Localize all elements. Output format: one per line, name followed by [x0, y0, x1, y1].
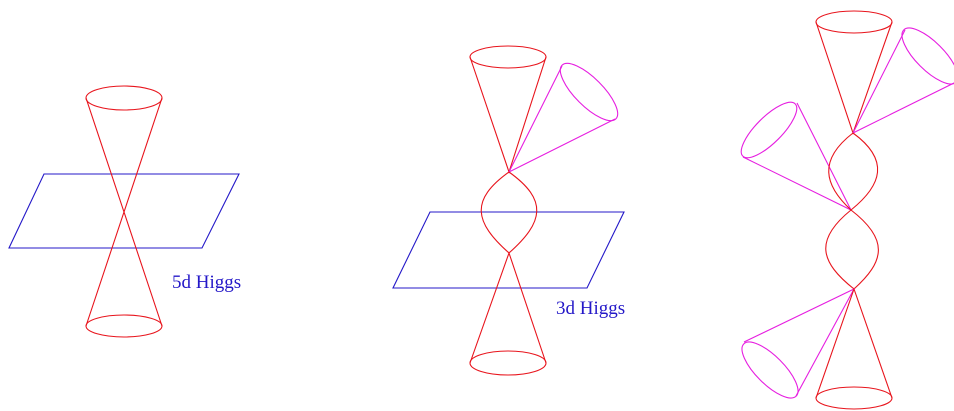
bottom-cone-sides — [815, 287, 893, 399]
panel-label-3d-higgs: 3d Higgs — [556, 298, 625, 319]
higgs-plane — [8, 173, 240, 249]
lower-cone-sides — [469, 251, 547, 364]
tilted-cone-rim — [559, 62, 619, 122]
upper-cone-sides — [85, 97, 163, 214]
lower-cone-rim — [469, 350, 547, 376]
wormhole-bulge — [850, 132, 879, 211]
tilted-cone-rim — [901, 27, 954, 85]
tilted-cone-rim — [740, 101, 798, 159]
wormhole-bulge — [850, 209, 879, 290]
wormhole-bulge — [480, 171, 510, 254]
upper-cone-rim — [85, 85, 163, 111]
panel-5d-higgs: 5d Higgs — [8, 85, 241, 338]
higgs-plane — [392, 211, 625, 289]
lower-cone-rim — [85, 314, 163, 338]
bottom-cone-rim — [815, 386, 893, 410]
wormhole-bulge — [825, 209, 855, 290]
upper-cone-rim — [469, 45, 547, 69]
upper-cone-sides — [469, 56, 547, 174]
lower-cone-sides — [85, 210, 163, 327]
tilted-cone-rim — [741, 341, 799, 399]
wormhole-bulge — [508, 171, 538, 254]
panel-label-5d-higgs: 5d Higgs — [172, 272, 241, 293]
tilted-cone-sides — [742, 102, 853, 212]
panel-no-higgs — [740, 10, 954, 410]
top-cone-rim — [815, 10, 893, 34]
wormhole-bulge — [828, 132, 854, 211]
panel-3d-higgs: 3d Higgs — [392, 45, 625, 376]
